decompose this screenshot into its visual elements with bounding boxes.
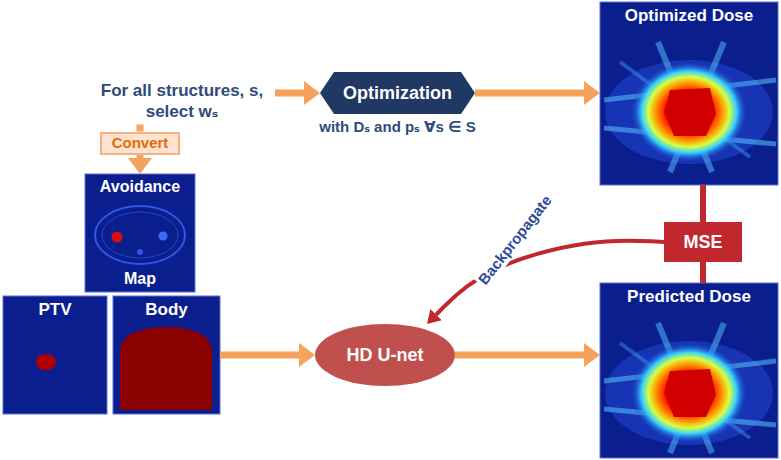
- loss-box: MSE: [664, 222, 742, 262]
- flow-arrow: [275, 90, 304, 97]
- node-label: Map: [124, 269, 156, 289]
- edge-label: Backpropagate: [473, 190, 556, 290]
- flow-arrow: [220, 352, 299, 359]
- input-panel: Body: [113, 296, 220, 414]
- loss-line: [700, 185, 706, 222]
- node-label: Body: [145, 299, 188, 320]
- dose-panel: Predicted Dose: [600, 283, 778, 458]
- node-label: Avoidance: [100, 177, 180, 197]
- flow-arrow: [475, 90, 584, 97]
- convert-box: Convert: [100, 132, 180, 155]
- flow-line: [137, 125, 144, 132]
- step-text: For all structures, s, select wₛ: [89, 78, 275, 125]
- node-label: Convert: [112, 134, 169, 153]
- flow-arrow: [455, 352, 584, 359]
- network-ellipse: HD U-net: [315, 324, 455, 386]
- node-label: Optimization: [343, 82, 452, 105]
- dose-panel: Optimized Dose: [600, 2, 778, 185]
- input-panel: PTV: [3, 296, 107, 414]
- input-panel: AvoidanceMap: [85, 174, 195, 292]
- flow-arrow: [137, 155, 144, 159]
- parameter-note: with Dₛ and pₛ ∀s ∈ S: [319, 118, 476, 137]
- node-label: For all structures, s, select wₛ: [93, 80, 271, 123]
- loss-line: [700, 262, 706, 283]
- process-hexagon: Optimizationwith Dₛ and pₛ ∀s ∈ S: [320, 72, 475, 114]
- node-label: Optimized Dose: [625, 5, 753, 26]
- node-label: PTV: [38, 299, 71, 320]
- node-label: MSE: [683, 231, 722, 254]
- node-label: Predicted Dose: [627, 286, 751, 307]
- node-label: HD U-net: [347, 344, 424, 367]
